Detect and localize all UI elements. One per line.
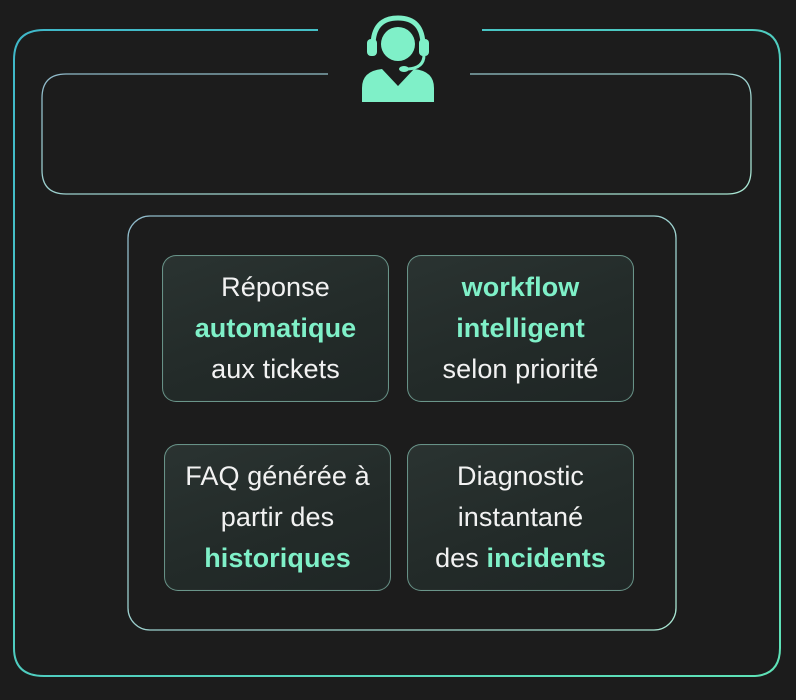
card-highlight-text: intelligent [456,313,585,343]
card-highlight-text: incidents [486,543,606,573]
card-text-line: Diagnostic [456,461,585,491]
card-highlight-text: historiques [204,543,351,573]
feature-card-auto-reply: Réponse automatique aux tickets [162,255,389,402]
card-text-line: partir des [220,502,335,532]
card-text-line: instantané [457,502,584,532]
outer-frame [13,29,781,677]
top-banner-frame [41,73,752,195]
card-text-line: aux tickets [211,354,340,384]
card-highlight-text: workflow [461,272,580,302]
card-text-prefix: des [435,543,479,573]
feature-card-smart-workflow: workflow intelligent selon priorité [407,255,634,402]
customer-support-headset-icon [362,15,434,102]
content-frame [127,215,677,631]
card-text-line: Réponse [221,272,330,302]
feature-card-diagnostic: Diagnostic instantané des incidents [407,444,634,591]
card-text-line: FAQ générée à [185,461,370,491]
card-text-line: selon priorité [442,354,599,384]
card-text-line-mixed: des incidents [435,538,606,579]
card-highlight-text: automatique [194,313,357,343]
feature-card-faq: FAQ générée à partir des historiques [164,444,391,591]
